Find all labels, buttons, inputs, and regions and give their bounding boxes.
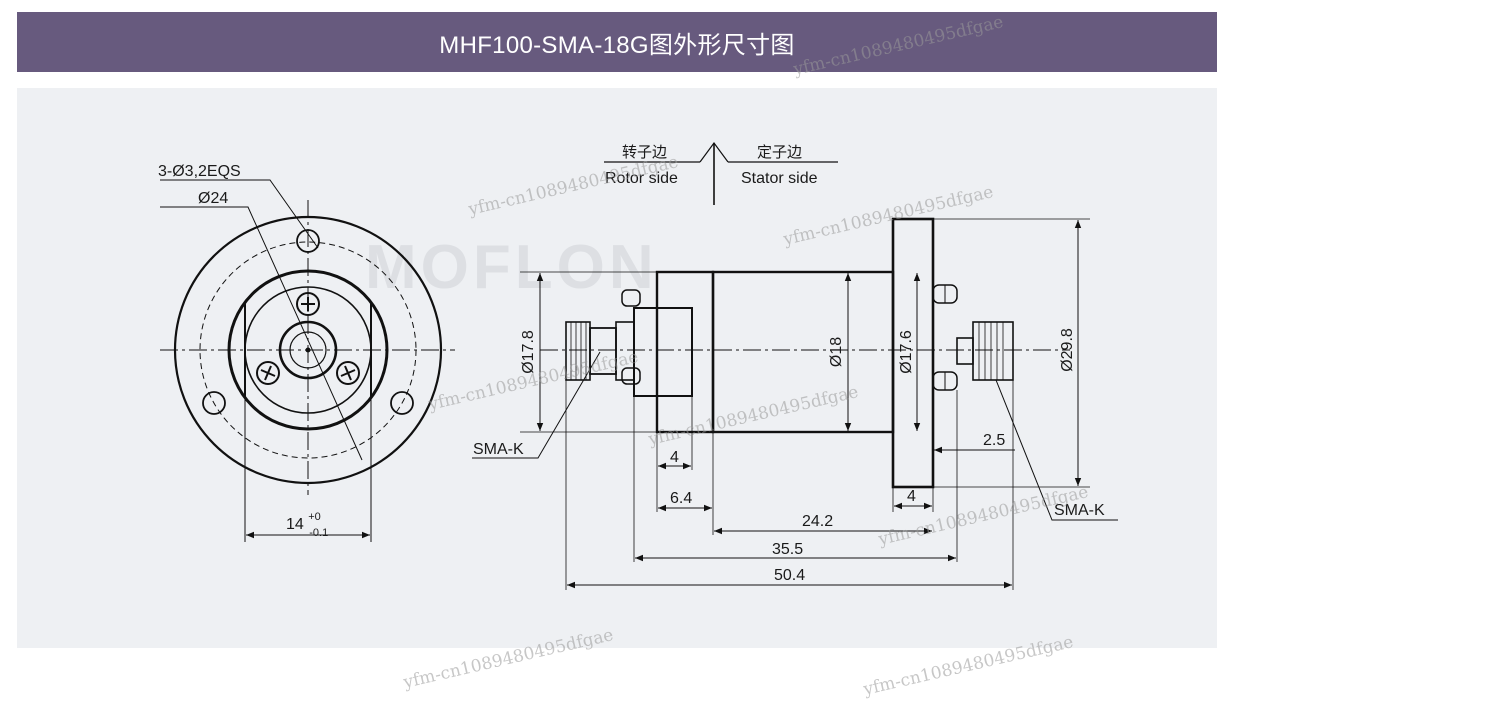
watermark: yfm-cn1089480495dfgae [781, 182, 996, 250]
dim-24-2: 24.2 [802, 513, 833, 530]
watermark: yfm-cn1089480495dfgae [646, 382, 861, 450]
hole-callout: 3-Ø3,2EQS [158, 163, 241, 180]
dim-4-right: 4 [907, 488, 916, 505]
brand-logo: MOFLON [365, 233, 658, 302]
rotor-side-cn: 转子边 [622, 143, 667, 161]
watermark: yfm-cn1089480495dfgae [861, 632, 1076, 700]
stator-side-cn: 定子边 [757, 143, 802, 161]
dia-body-dim: Ø18 [828, 337, 845, 367]
dim-4-left: 4 [670, 449, 679, 466]
connector-right-label: SMA-K [1054, 502, 1105, 519]
page-title: MHF100-SMA-18G图外形尺寸图 [439, 31, 795, 59]
dim-50-4: 50.4 [774, 567, 805, 584]
dim-2-5: 2.5 [983, 432, 1005, 449]
rotor-side-label: Rotor side [605, 170, 678, 187]
dia-flange-dim: Ø29.8 [1059, 328, 1076, 372]
connector-left-label: SMA-K [473, 441, 524, 458]
screw-icon [336, 361, 360, 385]
mounting-hole [390, 391, 414, 415]
watermark: yfm-cn1089480495dfgae [791, 12, 1006, 80]
screw-icon [296, 292, 320, 316]
width-dim: 14 +0 -0.1 [286, 507, 328, 539]
dia-left-dim: Ø17.8 [520, 330, 537, 374]
watermark: yfm-cn1089480495dfgae [401, 625, 616, 693]
mounting-hole [296, 229, 320, 253]
dia-flange-inner-dim: Ø17.6 [898, 330, 915, 374]
mounting-hole [202, 391, 226, 415]
body-outline [227, 269, 389, 431]
title-banner: MHF100-SMA-18G图外形尺寸图 [17, 12, 1217, 72]
stator-flange [891, 217, 935, 489]
side-view [472, 141, 1118, 590]
screw-icon [256, 361, 280, 385]
front-view [160, 179, 455, 542]
flange-outline [173, 215, 443, 485]
connector-right [972, 321, 1014, 381]
pcd-label: Ø24 [198, 190, 228, 207]
drawing-panel [17, 88, 1217, 648]
dim-6-4: 6.4 [670, 490, 692, 507]
stator-side-label: Stator side [741, 170, 818, 187]
dim-35-5: 35.5 [772, 541, 803, 558]
